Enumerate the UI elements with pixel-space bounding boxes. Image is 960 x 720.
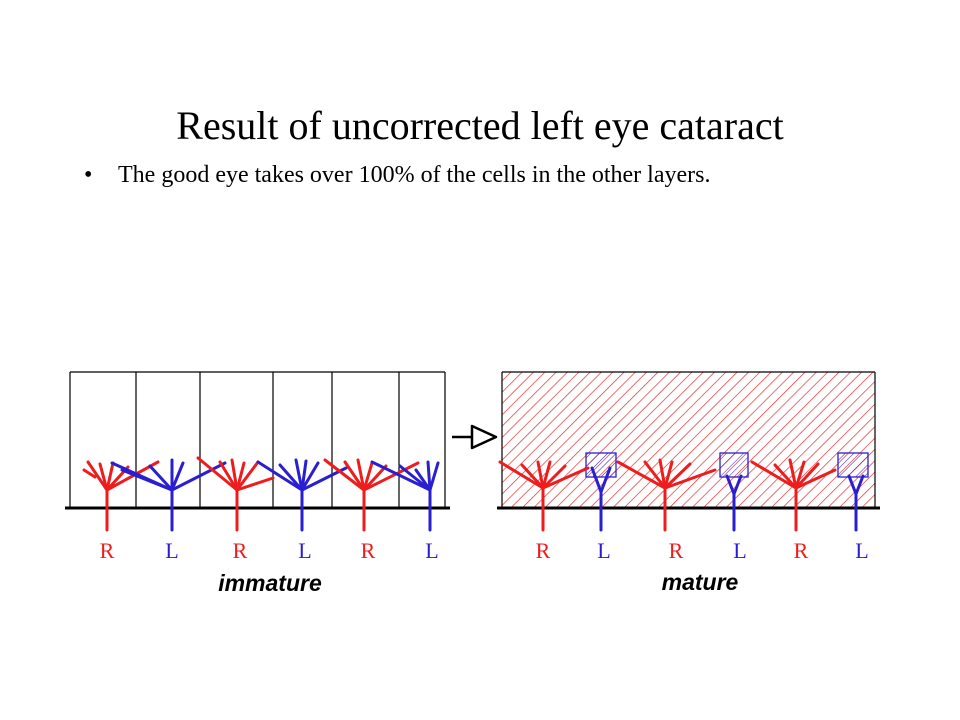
eye-label: L (855, 538, 868, 563)
left-eye-territory (585, 452, 617, 478)
mature-left-eye-arbor (725, 474, 743, 532)
eye-label: R (361, 538, 376, 563)
mature-right-eye-arbor (498, 460, 590, 532)
mature-left-eye-arbor (847, 474, 865, 532)
mature-eye-labels: R L R L R L (536, 538, 869, 563)
immature-left-eye-arbor (110, 458, 227, 532)
eye-label: R (794, 538, 809, 563)
mature-stage-label: mature (662, 569, 739, 595)
immature-right-eye-arbor (196, 456, 275, 532)
immature-panel: R L R L R L immature (65, 371, 450, 596)
eye-label: L (425, 538, 438, 563)
immature-right-eye-arbor (323, 458, 420, 532)
immature-stage-label: immature (218, 570, 322, 596)
mature-arbors (498, 458, 865, 532)
mature-right-eye-arbor (616, 458, 717, 532)
bullet-symbol: • (84, 162, 93, 188)
eye-label: L (165, 538, 178, 563)
slide-title: Result of uncorrected left eye cataract (176, 103, 784, 148)
eye-label: L (733, 538, 746, 563)
immature-left-eye-arbor (256, 458, 348, 532)
mature-column-borders (501, 371, 876, 508)
immature-eye-labels: R L R L R L (100, 538, 439, 563)
immature-left-eye-arbor (370, 460, 440, 532)
mature-left-eye-arbor (590, 466, 612, 532)
mature-right-eye-arbor (750, 458, 837, 532)
eye-label: L (597, 538, 610, 563)
eye-label: R (536, 538, 551, 563)
immature-right-eye-arbor (82, 460, 160, 532)
eye-label: L (298, 538, 311, 563)
bullet-text: The good eye takes over 100% of the cell… (118, 162, 711, 188)
open-arrow-right-icon (452, 424, 498, 450)
left-eye-territory (719, 452, 749, 478)
eye-label: R (233, 538, 248, 563)
eye-label: R (669, 538, 684, 563)
left-eye-territory (837, 452, 869, 478)
mature-panel: R L R L R L mature (497, 371, 880, 595)
eye-label: R (100, 538, 115, 563)
right-eye-territory-hatch (502, 372, 875, 508)
left-eye-territory-boxes (585, 452, 869, 478)
immature-arbors (82, 456, 440, 532)
immature-column-borders (69, 371, 446, 508)
